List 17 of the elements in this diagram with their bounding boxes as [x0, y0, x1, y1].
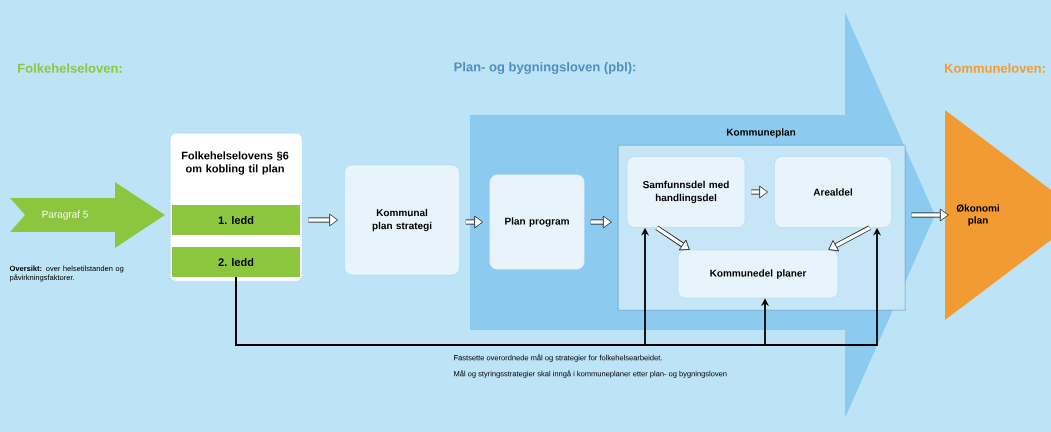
process-box: Arealdel	[774, 156, 892, 228]
process-box: Kommunedel planer	[677, 249, 839, 299]
process-box: Plan program	[489, 174, 585, 270]
heading: Kommuneloven:	[944, 63, 1045, 73]
process-box: Samfunnsdel med handlingsdel	[626, 156, 746, 228]
arrow	[590, 215, 612, 229]
section-bar: 2. ledd	[172, 247, 300, 277]
process-box: Kommunal plan strategi	[344, 164, 460, 276]
arrow	[308, 213, 339, 227]
arrow	[828, 225, 871, 252]
section-bar: 1. ledd	[172, 205, 300, 235]
arrow	[465, 215, 484, 229]
heading: Folkehelseloven:	[18, 63, 122, 73]
node-label: Kommuneplan	[726, 128, 796, 138]
arrow	[655, 225, 690, 251]
arrow	[911, 208, 949, 222]
arrow	[751, 185, 769, 199]
